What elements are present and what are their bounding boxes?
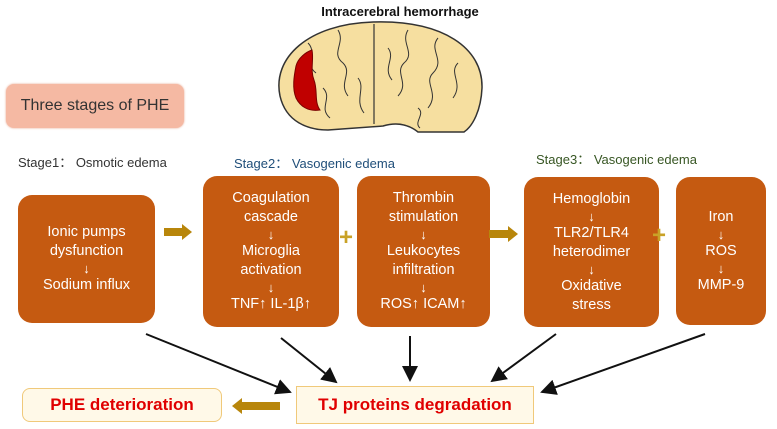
box-line: MMP-9 xyxy=(697,276,745,293)
box-line: cascade xyxy=(243,209,298,225)
box-line: Ionic pumps xyxy=(47,224,126,240)
ionic-pumps-box: Ionic pumps dysfunction ↓Sodium influx xyxy=(18,195,155,323)
box-line: heterodimer xyxy=(552,243,631,260)
hemorrhage-region xyxy=(293,49,321,111)
gold-arrow-left xyxy=(232,398,280,414)
tj-proteins-degradation-box: TJ proteins degradation xyxy=(296,386,534,424)
box-line: Microglia xyxy=(241,243,300,259)
black-arrow xyxy=(280,337,338,384)
stage1-label: Stage1： Osmotic edema xyxy=(18,155,167,170)
down-arrow-glyph: ↓ xyxy=(267,280,275,295)
box-line: activation xyxy=(240,262,302,278)
plus-sign: + xyxy=(652,222,667,249)
black-arrow xyxy=(490,333,557,383)
box-line: Thrombin xyxy=(392,190,455,206)
box-line: TLR2/TLR4 xyxy=(554,224,629,241)
down-arrow-glyph: ↓ xyxy=(420,280,427,295)
box-line: ROS xyxy=(705,242,737,259)
box-line: Iron xyxy=(708,208,734,225)
plus-sign: + xyxy=(339,224,354,251)
box-line: stimulation xyxy=(388,209,459,225)
box-line: Coagulation xyxy=(232,190,310,206)
down-arrow-glyph: ↓ xyxy=(420,227,427,242)
iron-box: Iron↓ROS↓MMP-9 xyxy=(676,177,766,325)
down-arrow-glyph: ↓ xyxy=(717,226,725,242)
brain-illustration xyxy=(278,21,483,133)
box-line: Hemoglobin xyxy=(552,190,631,207)
down-arrow-glyph: ↓ xyxy=(588,208,595,224)
stage3-label: Stage3： Vasogenic edema xyxy=(536,152,697,167)
down-arrow-glyph: ↓ xyxy=(717,260,725,276)
box-line: ROS↑ ICAM↑ xyxy=(380,296,467,312)
box-line: stress xyxy=(572,296,611,313)
down-arrow-glyph: ↓ xyxy=(267,227,275,242)
box-line: TNF↑ IL-1β↑ xyxy=(230,296,312,312)
down-arrow-glyph: ↓ xyxy=(83,261,90,276)
phe-deterioration-box: PHE deterioration xyxy=(22,388,222,422)
gold-arrow xyxy=(489,226,518,242)
box-line: infiltration xyxy=(392,262,455,278)
stage2-label: Stage2： Vasogenic edema xyxy=(234,156,395,171)
box-line: Sodium influx xyxy=(42,277,131,293)
three-stages-label: Three stages of PHE xyxy=(6,84,184,128)
box-line: dysfunction xyxy=(49,243,124,259)
brain-outline xyxy=(278,21,483,133)
down-arrow-glyph: ↓ xyxy=(588,261,595,277)
diagram-title: Intracerebral hemorrhage xyxy=(321,4,479,19)
black-arrow xyxy=(145,333,292,395)
box-line: Leukocytes xyxy=(386,243,461,259)
gold-arrow xyxy=(164,224,192,240)
box-line: Oxidative xyxy=(561,277,622,294)
black-arrow xyxy=(540,333,706,395)
